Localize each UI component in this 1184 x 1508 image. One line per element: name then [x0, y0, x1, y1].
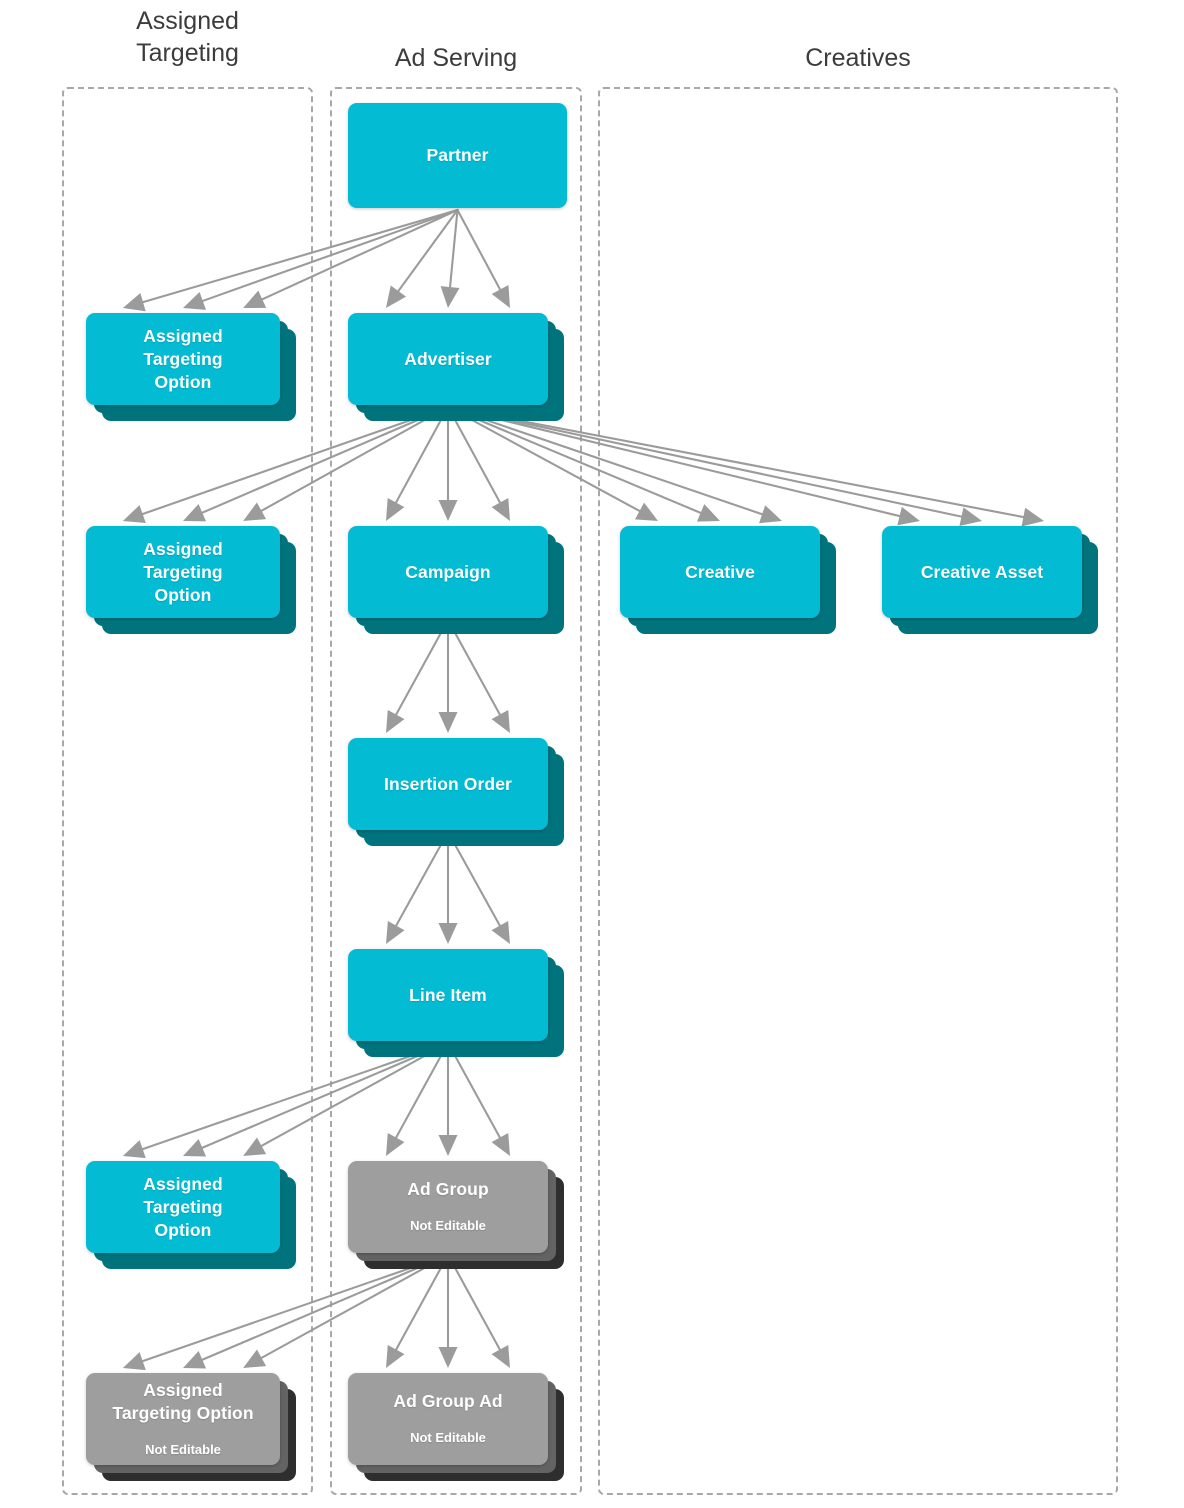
node-assigned-targeting-option-ad-group-subtitle: Not Editable: [145, 1441, 221, 1457]
node-ad-group-ad-subtitle: Not Editable: [410, 1430, 486, 1445]
node-campaign-title: Campaign: [405, 561, 491, 582]
node-line-item-title: Line Item: [409, 984, 487, 1005]
node-line-item[interactable]: Line Item: [348, 949, 564, 1057]
node-assigned-targeting-option-advertiser[interactable]: Assigned Targeting Option: [86, 526, 296, 634]
column-header-creatives: Creatives: [805, 44, 911, 72]
node-assigned-targeting-option-partner-title: Assigned Targeting Option: [143, 325, 223, 392]
column-frame-creatives: [598, 87, 1118, 1495]
node-creative-asset[interactable]: Creative Asset: [882, 526, 1098, 634]
node-assigned-targeting-option-partner[interactable]: Assigned Targeting Option: [86, 313, 296, 421]
node-creative-asset-title: Creative Asset: [920, 561, 1044, 582]
node-partner-title: Partner: [426, 145, 489, 165]
node-creative[interactable]: Creative: [620, 526, 836, 634]
node-insertion-order[interactable]: Insertion Order: [348, 738, 564, 846]
node-creative-title: Creative: [685, 561, 755, 582]
node-advertiser[interactable]: Advertiser: [348, 313, 564, 421]
node-partner[interactable]: Partner: [348, 103, 567, 208]
node-assigned-targeting-option-ad-group[interactable]: Assigned Targeting Option Not Editable: [86, 1373, 296, 1481]
node-advertiser-title: Advertiser: [404, 348, 492, 369]
column-frame-ad-serving: [330, 87, 582, 1495]
node-assigned-targeting-option-line-item[interactable]: Assigned Targeting Option: [86, 1161, 296, 1269]
node-insertion-order-title: Insertion Order: [384, 773, 512, 794]
column-frame-assigned-targeting: [62, 87, 313, 1495]
node-ad-group-subtitle: Not Editable: [410, 1218, 486, 1233]
column-header-assigned-targeting: Assigned Targeting: [136, 7, 239, 67]
node-assigned-targeting-option-advertiser-title: Assigned Targeting Option: [143, 538, 223, 605]
node-ad-group-ad[interactable]: Ad Group Ad Not Editable: [348, 1373, 564, 1481]
node-ad-group-ad-title: Ad Group Ad: [393, 1391, 503, 1411]
column-header-ad-serving: Ad Serving: [394, 44, 518, 72]
node-assigned-targeting-option-ad-group-title: Assigned Targeting Option: [112, 1379, 254, 1423]
node-campaign[interactable]: Campaign: [348, 526, 564, 634]
node-ad-group[interactable]: Ad Group Not Editable: [348, 1161, 564, 1269]
node-ad-group-title: Ad Group: [407, 1179, 489, 1199]
node-assigned-targeting-option-line-item-title: Assigned Targeting Option: [143, 1173, 223, 1240]
